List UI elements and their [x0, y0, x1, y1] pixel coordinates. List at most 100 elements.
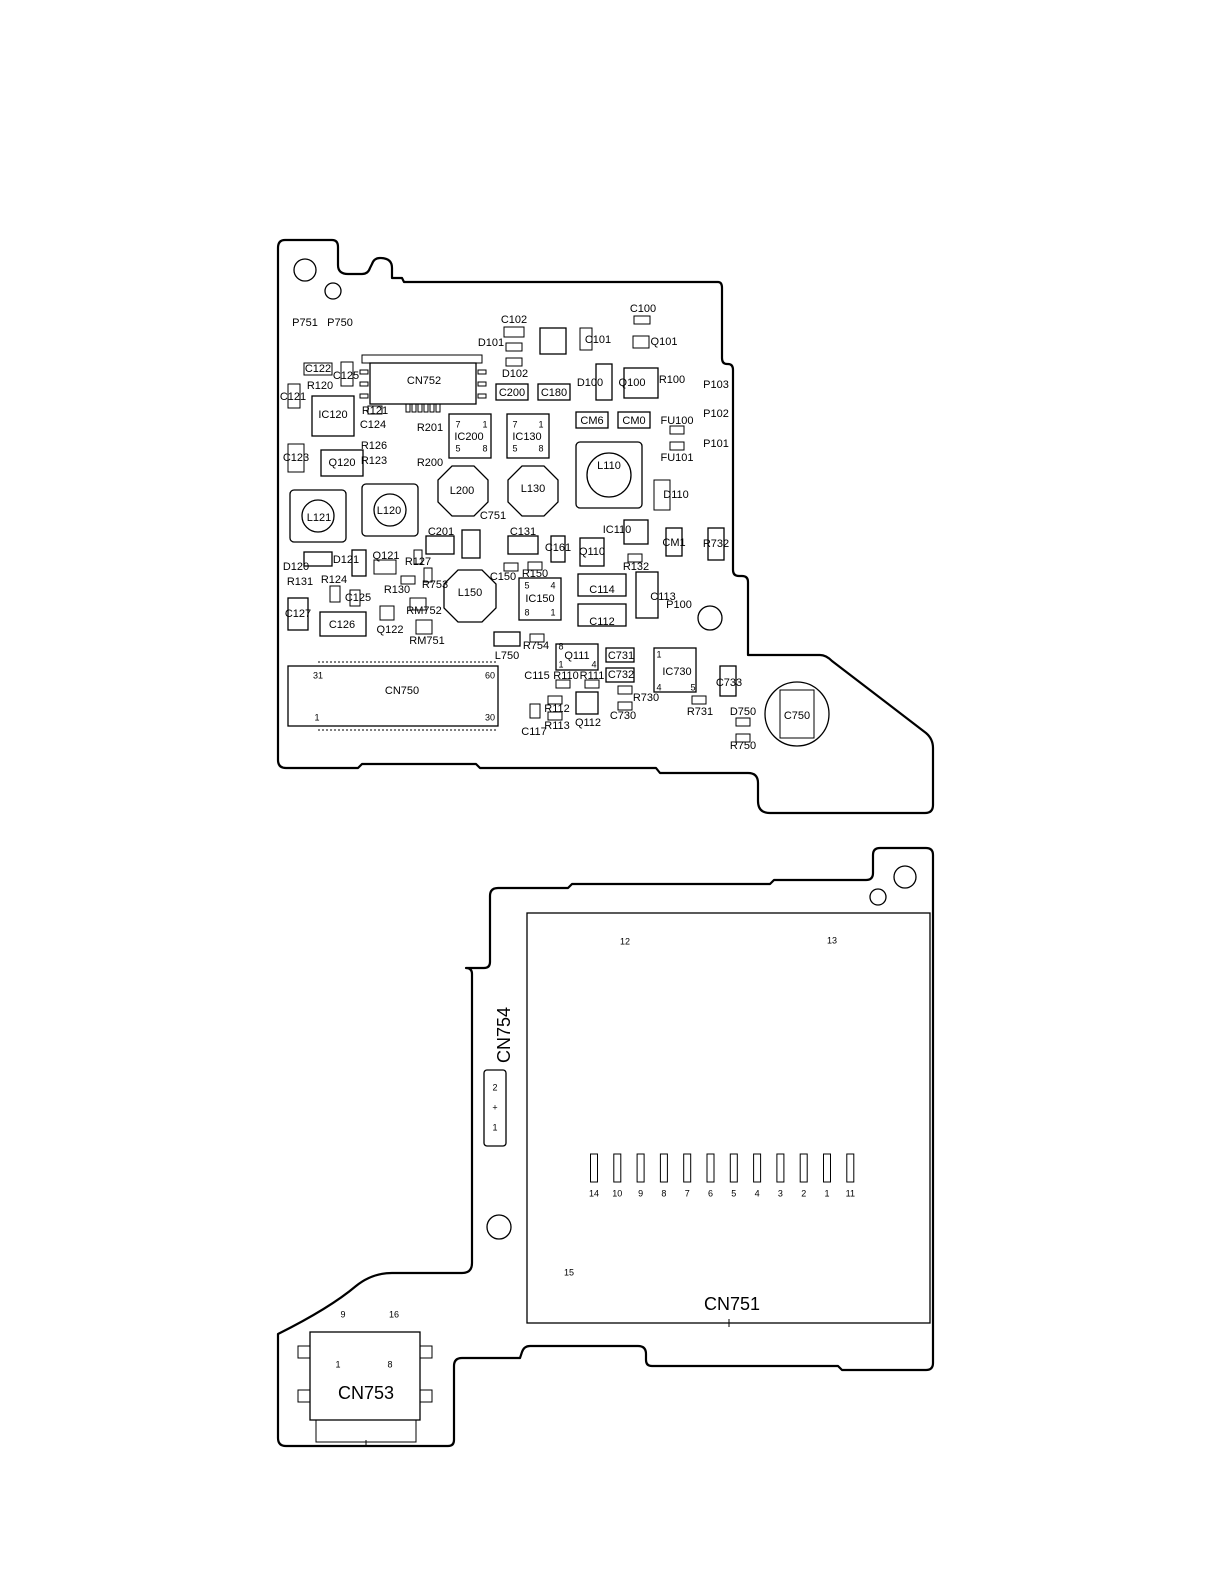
component-label-c125: C125: [345, 592, 371, 604]
bottom-board-outline: [276, 846, 935, 1448]
d120-body: [303, 551, 333, 567]
r750-body: [735, 733, 751, 743]
component-label-ic150: IC150: [525, 593, 554, 605]
l750-body: [493, 631, 521, 647]
c751-body: [461, 529, 481, 559]
component-label-r126: R126: [361, 440, 387, 452]
l130-body: [507, 465, 559, 517]
ic-pin-label: 1: [656, 649, 661, 659]
r112-body: [547, 695, 563, 705]
component-label-p101: P101: [703, 438, 729, 450]
q112-body: [575, 691, 599, 715]
cn753-pin-label: 8: [387, 1359, 392, 1369]
component-label-d750: D750: [730, 706, 756, 718]
l200-body: [437, 465, 489, 517]
cn750-pin-label: 30: [485, 712, 495, 722]
component-label-r100: R100: [659, 374, 685, 386]
cn751-pin-label: 2: [801, 1188, 806, 1198]
cn753-body: [309, 1331, 421, 1421]
d121-body: [351, 549, 367, 577]
c161-body: [550, 535, 566, 563]
component-label-p100: P100: [666, 599, 692, 611]
component-label-c114: C114: [589, 584, 614, 596]
component-label-d110: D110: [663, 489, 688, 501]
cm1-body: [665, 527, 683, 557]
cn751-pin-label: 10: [612, 1188, 622, 1198]
ic120-body: [311, 395, 355, 437]
component-label-r150: R150: [522, 568, 548, 580]
c126-body: [319, 611, 367, 637]
ic-pin-label: 7: [455, 419, 460, 429]
component-label-r130: R130: [384, 584, 410, 596]
cn751-pin-pads: [590, 1153, 855, 1183]
component-label-c161: C161: [545, 542, 571, 554]
component-label-c100: C100: [630, 303, 656, 315]
component-label-c101: C101: [585, 334, 611, 346]
cn754-pin-label: 2: [492, 1082, 497, 1092]
ic-pin-label: 8: [538, 443, 543, 453]
component-label-d121: D121: [333, 554, 359, 566]
component-label-ic110: IC110: [603, 524, 632, 536]
component-label-r113: R113: [544, 720, 569, 732]
component-label-r120: R120: [307, 380, 333, 392]
cn753-pin-label: 1: [335, 1359, 340, 1369]
cn753-pin-label: 9: [340, 1309, 345, 1319]
c125b-body: [349, 589, 361, 607]
c200-body: [495, 383, 529, 401]
cn751-pin-label: 9: [638, 1188, 643, 1198]
d110-body: [653, 479, 671, 511]
component-label-c113: C113: [650, 591, 675, 603]
cn754-body: [483, 1069, 507, 1147]
component-label-c201: C201: [428, 526, 454, 538]
component-label-r131: R131: [287, 576, 313, 588]
ic-pin-label: 5: [690, 682, 695, 692]
component-label-fu100: FU100: [660, 415, 693, 427]
l150-body: [443, 569, 497, 623]
component-label-c122: C122: [305, 363, 331, 375]
ic-pin-label: 7: [512, 419, 517, 429]
l120-body: [361, 483, 419, 537]
cn751-pin-pad: [729, 1153, 738, 1183]
component-label-r730: R730: [633, 692, 659, 704]
c123-body: [287, 443, 305, 473]
component-label-r112: R112: [544, 703, 569, 715]
r754-body: [529, 633, 545, 643]
cn751-pin-pad: [683, 1153, 692, 1183]
c732-body: [605, 667, 635, 683]
c150-body: [503, 562, 519, 572]
component-label-r124: R124: [321, 574, 347, 586]
c131-body: [507, 535, 539, 555]
c114-body: [577, 573, 627, 597]
cn751-pin-label: 7: [685, 1188, 690, 1198]
rm751-body: [415, 619, 433, 635]
c101-body: [579, 327, 593, 351]
component-label-r200: R200: [417, 457, 443, 469]
component-label-cn753: CN753: [338, 1383, 394, 1403]
q121-body: [373, 559, 397, 575]
component-label-d100: D100: [577, 377, 603, 389]
bottom-board-parts: [297, 912, 931, 1446]
cn750-body: [287, 665, 499, 727]
component-label-l130: L130: [521, 483, 545, 495]
component-label-r110: R110: [553, 670, 578, 682]
cn751-pin-pad: [659, 1153, 668, 1183]
rm752-body: [409, 597, 427, 611]
r753-body: [423, 567, 433, 583]
fu101-body: [669, 441, 685, 451]
component-label-q121: Q121: [373, 550, 400, 562]
component-label-q112: Q112: [575, 717, 601, 729]
q101-body: [632, 335, 650, 349]
c122-body: [303, 362, 333, 376]
component-label-c115: C115: [524, 670, 549, 682]
component-label-c150: C150: [490, 571, 516, 583]
cn751-pin-pad: [613, 1153, 622, 1183]
component-label-c121: C121: [280, 391, 306, 403]
component-label-r111: R111: [580, 670, 605, 682]
cn751-pin-label: 3: [778, 1188, 783, 1198]
d102-body: [505, 357, 523, 367]
ic150-body: [518, 577, 562, 621]
component-label-r750: R750: [730, 740, 756, 752]
component-label-r731: R731: [687, 706, 713, 718]
